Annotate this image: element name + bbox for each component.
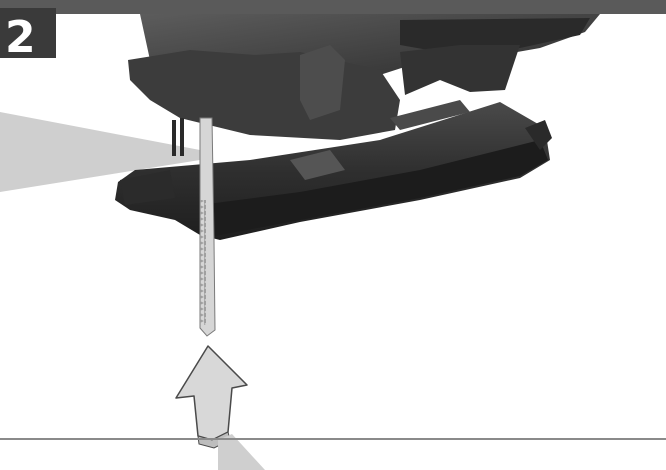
handle-section	[400, 18, 590, 52]
callout-pointer-bottom	[218, 434, 265, 470]
up-arrow-icon	[175, 345, 248, 449]
jigsaw-icon	[115, 14, 600, 240]
rear-mount	[400, 45, 520, 95]
footer-rule	[0, 438, 666, 440]
callout-pointer-left	[0, 112, 200, 192]
guide-rod	[172, 120, 176, 156]
shoe-front-lip	[120, 170, 175, 205]
step-number: 2	[5, 12, 36, 63]
guide-rod	[180, 118, 184, 156]
step-badge: 2	[0, 8, 56, 63]
bracket-plate	[300, 45, 345, 120]
shoe-lower-edge	[200, 140, 548, 236]
shoe-detail	[290, 150, 345, 180]
shoe-rib	[390, 100, 470, 130]
shoe-end-tab	[525, 120, 552, 150]
saw-blade	[199, 117, 216, 337]
header-rule	[0, 0, 666, 14]
